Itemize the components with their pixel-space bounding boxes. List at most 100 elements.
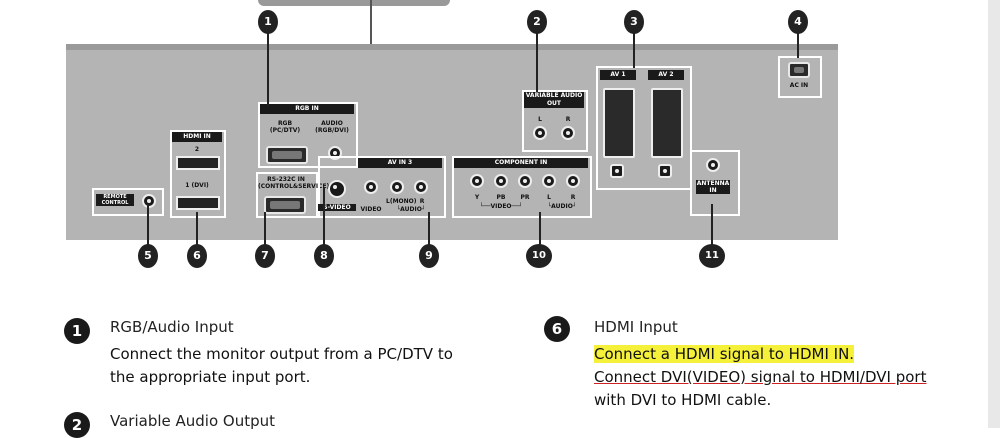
component-in-box (452, 156, 592, 218)
item-2-title: Variable Audio Output (110, 412, 276, 430)
av3-audio-r-jack (414, 180, 428, 194)
item-6-number-badge: 6 (544, 316, 570, 342)
callout-line-6 (196, 212, 198, 246)
component-l-jack (542, 174, 556, 188)
underlined-text: Connect DVI(VIDEO) signal to HDMI/DVI po… (594, 368, 927, 386)
av-in3-header: AV IN 3 (358, 158, 442, 168)
callout-4: 4 (788, 10, 808, 34)
callout-line-2 (536, 32, 538, 92)
hdmi-in-box (170, 130, 226, 218)
rgb-in-box (258, 102, 358, 168)
ac-in-box (778, 56, 822, 98)
av3-lmono-label: L(MONO) (386, 198, 417, 205)
audio-rgb-label: AUDIO (RGB/DVI) (315, 120, 349, 134)
av-in3-box (318, 156, 446, 218)
callout-3: 3 (624, 10, 644, 34)
highlighted-text: Connect a HDMI signal to HDMI IN. (594, 345, 855, 363)
hdmi-2-label: 2 (194, 146, 200, 153)
rear-panel-edge (66, 44, 838, 50)
variable-audio-out-box (522, 90, 588, 152)
item-1-desc-line-2: the appropriate input port. (110, 368, 311, 386)
av1-ground-icon (610, 164, 624, 178)
callout-line-3 (633, 32, 635, 68)
remote-jack (142, 194, 156, 208)
rgb-in-header: RGB IN (260, 104, 354, 114)
av1-header: AV 1 (600, 70, 636, 80)
component-r-label: R (570, 194, 576, 201)
item-2-number-badge: 2 (64, 412, 90, 438)
item-1-number-badge: 1 (64, 318, 90, 344)
hdmi-1-port (176, 196, 220, 210)
remote-box (92, 188, 164, 216)
tv-stand-neck (370, 0, 372, 46)
av2-header: AV 2 (648, 70, 684, 80)
ac-in-label: AC IN (789, 82, 809, 89)
av1-av2-box (596, 66, 692, 190)
item-6-desc-line-2: Connect DVI(VIDEO) signal to HDMI/DVI po… (594, 366, 926, 389)
rs232c-label: RS-232C IN (CONTROL&SERVICE) (258, 176, 330, 190)
item-6-title: HDMI Input (594, 318, 678, 336)
item-6-desc-line-1: Connect a HDMI signal to HDMI IN. (594, 343, 855, 366)
item-1-desc-line-1: Connect the monitor output from a PC/DTV… (110, 345, 453, 363)
callout-line-5 (147, 204, 149, 246)
av3-audio-bracket: └AUDIO┘ (396, 206, 426, 213)
callout-5: 5 (138, 244, 158, 268)
item-1-title: RGB/Audio Input (110, 318, 234, 336)
component-pr-jack (518, 174, 532, 188)
av3-audio-l-jack (390, 180, 404, 194)
tv-stand (258, 0, 450, 6)
av3-r-label: R (419, 198, 425, 205)
rs232c-port (264, 196, 306, 214)
svideo-label: S-VIDEO (318, 204, 356, 211)
component-r-jack (566, 174, 580, 188)
variable-audio-l-jack (533, 126, 547, 140)
variable-audio-r-jack (561, 126, 575, 140)
callout-line-11 (711, 204, 713, 246)
callout-line-9 (428, 212, 430, 246)
callout-line-7 (264, 212, 266, 246)
callout-10: 10 (526, 244, 552, 268)
component-pr-label: PR (520, 194, 530, 201)
scrollbar[interactable] (988, 0, 1000, 428)
callout-line-10 (539, 212, 541, 246)
av1-scart-port (603, 88, 635, 158)
rgb-label: RGB (PC/DTV) (269, 120, 301, 134)
av3-video-jack (364, 180, 378, 194)
callout-11: 11 (699, 244, 725, 268)
ac-in-socket (788, 62, 810, 78)
rs232c-box (256, 172, 318, 218)
callout-7: 7 (255, 244, 275, 268)
remote-control-label: REMOTE CONTROL (96, 194, 134, 206)
av2-ground-icon (658, 164, 672, 178)
antenna-jack (706, 158, 720, 172)
callout-1: 1 (258, 10, 278, 34)
hdmi-2-port (176, 156, 220, 170)
component-audio-bracket: └AUDIO┘ (547, 203, 577, 210)
hdmi-1-label: 1 (DVI) (185, 182, 209, 189)
component-l-label: L (547, 194, 551, 201)
av3-video-label: VIDEO (360, 206, 382, 213)
variable-audio-l-label: L (538, 116, 542, 123)
callout-line-4 (797, 32, 799, 58)
component-y-jack (470, 174, 484, 188)
callout-line-8 (323, 188, 325, 246)
callout-2: 2 (527, 10, 547, 34)
antenna-in-label: ANTENNA IN (696, 180, 730, 194)
component-in-header: COMPONENT IN (454, 158, 588, 168)
av2-scart-port (651, 88, 683, 158)
callout-6: 6 (187, 244, 207, 268)
variable-audio-r-label: R (565, 116, 571, 123)
callout-line-1 (267, 32, 269, 106)
component-video-bracket: └──VIDEO──┘ (479, 203, 523, 210)
antenna-in-box (690, 150, 740, 216)
item-6-desc-line-3: with DVI to HDMI cable. (594, 391, 772, 409)
component-pb-label: PB (496, 194, 506, 201)
variable-audio-out-header: VARIABLE AUDIO OUT (524, 92, 584, 108)
hdmi-in-header: HDMI IN (172, 132, 222, 142)
svideo-jack (328, 180, 346, 198)
component-pb-jack (494, 174, 508, 188)
callout-9: 9 (419, 244, 439, 268)
rgb-port (266, 146, 308, 164)
callout-8: 8 (314, 244, 334, 268)
component-y-label: Y (474, 194, 480, 201)
